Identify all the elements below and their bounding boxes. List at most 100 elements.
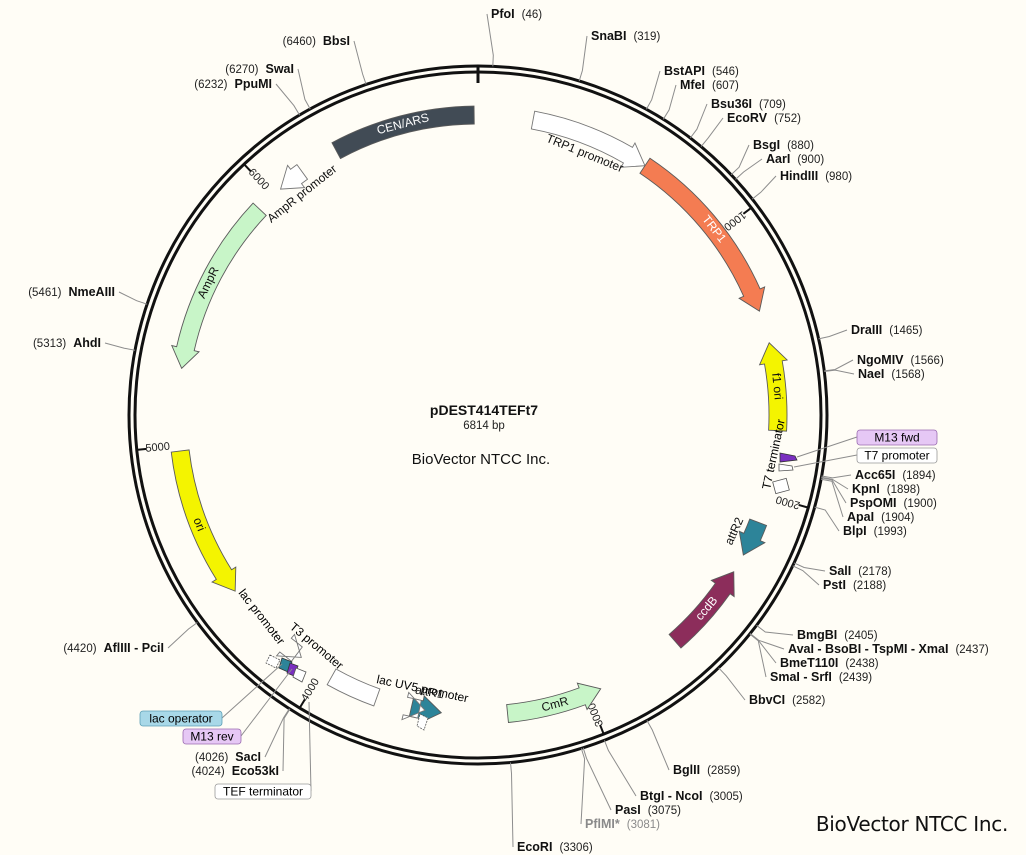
site-label: Acc65I(1894) bbox=[855, 468, 936, 482]
site-position: (2859) bbox=[707, 765, 740, 777]
site-leader bbox=[818, 329, 848, 340]
site-leader bbox=[578, 35, 588, 82]
site-label: BtgI - NcoI(3005) bbox=[640, 789, 743, 803]
site-label: Bsu36I(709) bbox=[711, 97, 786, 111]
site-leader bbox=[821, 478, 844, 518]
site-label: (5461)NmeAIII bbox=[28, 285, 115, 299]
feature-lac-uv5-promoter bbox=[401, 691, 426, 721]
feature-label: CmR bbox=[540, 694, 570, 715]
tick-label: 6000 bbox=[246, 166, 271, 192]
site-leader bbox=[730, 144, 750, 176]
site-label: BlpI(1993) bbox=[843, 524, 907, 538]
site-name: PspOMI bbox=[850, 496, 897, 510]
site-name: DraIII bbox=[851, 323, 882, 337]
site-name: BlpI bbox=[843, 524, 867, 538]
site-position: (2178) bbox=[858, 566, 891, 578]
site-leader bbox=[486, 13, 494, 67]
site-name: Bsu36I bbox=[711, 97, 752, 111]
site-leader bbox=[735, 158, 763, 180]
site-label: BsgI(880) bbox=[753, 138, 814, 152]
site-label: NaeI(1568) bbox=[858, 367, 925, 381]
site-name: PpuMI bbox=[235, 77, 273, 91]
site-position: (2437) bbox=[955, 644, 988, 656]
site-label: PflMI*(3081) bbox=[585, 817, 660, 831]
tick-4000 bbox=[298, 698, 306, 709]
site-label: MfeI(607) bbox=[680, 78, 739, 92]
site-name: BbsI bbox=[323, 34, 350, 48]
site-leader bbox=[793, 562, 826, 572]
site-name: AflIII - PciI bbox=[104, 641, 164, 655]
site-name: BmeT110I bbox=[780, 656, 838, 670]
site-label: DraIII (1465) bbox=[851, 323, 923, 337]
site-position: (2439) bbox=[839, 672, 872, 684]
site-position: (4420) bbox=[63, 643, 96, 655]
site-leader bbox=[821, 477, 847, 504]
feature-t3-promoter bbox=[275, 633, 303, 662]
plasmid-length: 6814 bp bbox=[463, 420, 505, 432]
site-leader bbox=[580, 748, 586, 825]
site-position: (1465) bbox=[889, 325, 922, 337]
site-name: BglII bbox=[673, 763, 700, 777]
site-label: SnaBI (319) bbox=[591, 29, 660, 43]
site-position: (2405) bbox=[844, 630, 877, 642]
site-name: EcoRV bbox=[727, 111, 768, 125]
site-position: (2582) bbox=[792, 695, 825, 707]
site-label: SmaI - SrfI (2439) bbox=[770, 670, 872, 684]
feature-ccdb bbox=[668, 571, 735, 649]
site-leader bbox=[814, 506, 840, 532]
site-leader bbox=[718, 667, 746, 701]
site-label: BglII (2859) bbox=[673, 763, 741, 777]
feature-trp1 bbox=[639, 157, 766, 312]
site-label: EcoRI(3306) bbox=[517, 840, 593, 854]
site-leader bbox=[749, 633, 777, 664]
site-leader bbox=[792, 565, 820, 586]
site-label: AvaI - BsoBI - TspMI - XmaI(2437) bbox=[788, 642, 989, 656]
plasmid-name: pDEST414TEFt7 bbox=[430, 402, 538, 418]
site-name: HindIII bbox=[780, 169, 818, 183]
t7-promoter-glyph bbox=[778, 463, 794, 472]
site-label: ApaI(1904) bbox=[847, 510, 915, 524]
site-position: (319) bbox=[633, 31, 660, 43]
site-name: BmgBI bbox=[797, 628, 837, 642]
site-name: BsgI bbox=[753, 138, 780, 152]
t3-promoter-label: T3 promoter bbox=[287, 620, 346, 673]
feature-label: ori bbox=[191, 516, 209, 534]
annotation-box bbox=[856, 429, 938, 446]
site-label: (4026)SacI bbox=[195, 750, 261, 764]
site-name: PasI bbox=[615, 803, 641, 817]
site-label: (4024)Eco53kI bbox=[191, 764, 279, 778]
site-label: AarI(900) bbox=[766, 152, 824, 166]
feature-label: attR1 bbox=[414, 683, 445, 702]
site-leader bbox=[824, 359, 854, 372]
tick-5000 bbox=[136, 447, 147, 451]
site-label: PfoI(46) bbox=[491, 7, 542, 21]
center-company: BioVector NTCC Inc. bbox=[412, 451, 550, 468]
site-leader bbox=[689, 103, 708, 139]
site-leader bbox=[749, 633, 785, 650]
site-leader bbox=[282, 708, 291, 772]
box-leader bbox=[796, 436, 858, 458]
site-name: KpnI bbox=[852, 482, 880, 496]
site-leader bbox=[264, 708, 290, 758]
lac-promoter-label: lac promoter bbox=[236, 586, 288, 647]
box-leader bbox=[793, 454, 858, 468]
site-position: (1898) bbox=[887, 484, 920, 496]
site-position: (5313) bbox=[33, 338, 66, 350]
site-position: (5461) bbox=[28, 287, 61, 299]
site-name: NgoMIV bbox=[857, 353, 904, 367]
lac-uv5-glyph bbox=[416, 713, 429, 731]
annotation-box bbox=[214, 783, 312, 800]
restriction-sites: PfoI(46) SnaBI (319) BstAPI(546)MfeI(607) Bs… bbox=[28, 7, 989, 854]
site-label: BbvCI (2582) bbox=[749, 693, 826, 707]
tick-label: 2000 bbox=[775, 493, 802, 511]
site-label: BstAPI(546) bbox=[664, 64, 739, 78]
site-name: SalI bbox=[829, 564, 851, 578]
site-name: BbvCI bbox=[749, 693, 785, 707]
site-position: (1904) bbox=[881, 512, 914, 524]
site-leader bbox=[821, 476, 849, 490]
site-position: (980) bbox=[825, 171, 852, 183]
site-name: SnaBI bbox=[591, 29, 626, 43]
feature-f1-ori bbox=[758, 342, 789, 432]
site-name: SmaI - SrfI bbox=[770, 670, 832, 684]
tick-1000 bbox=[742, 206, 752, 215]
